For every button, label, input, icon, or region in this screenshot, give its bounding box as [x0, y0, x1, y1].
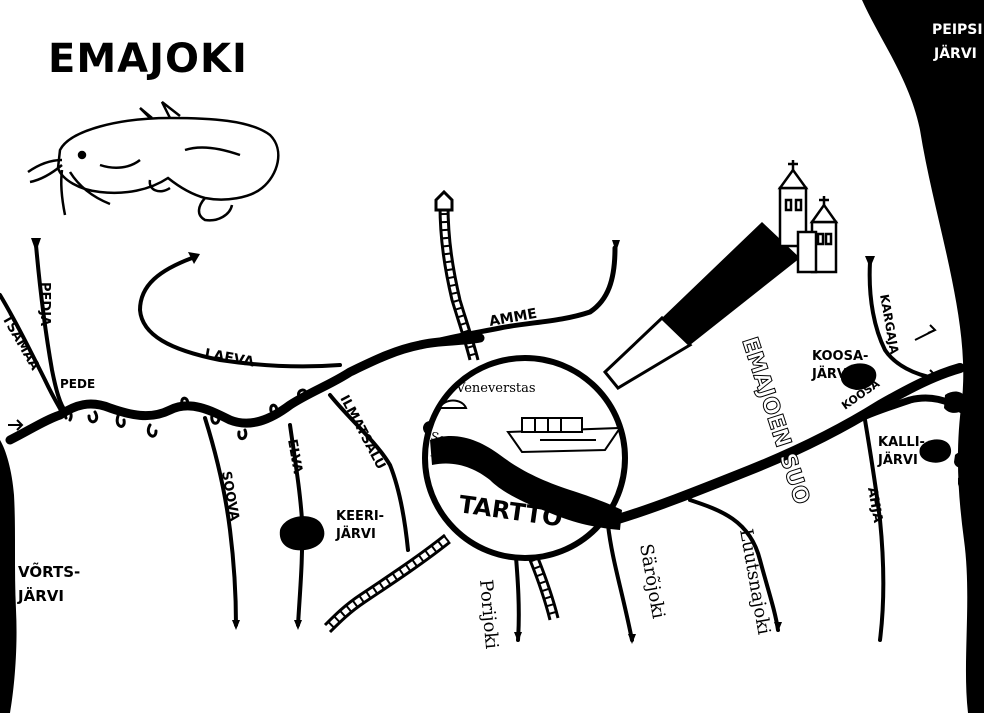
beam-white: [602, 315, 693, 390]
catfish-icon: [27, 101, 280, 222]
lake-keeri-label-2: JÄRVI: [335, 526, 376, 542]
river-porijoki-label: Porijoki: [475, 579, 502, 650]
lake-kallijarv: [919, 439, 952, 463]
lake-peipsi-label-1: PEIPSI: [932, 22, 983, 38]
river-soova: [203, 416, 238, 627]
river-pedja-label: PEDJA: [37, 282, 52, 326]
lake-koosa-label-2: JÄRVI: [811, 366, 852, 382]
river-laeva-source: [188, 252, 200, 264]
river-pedja: [34, 243, 68, 414]
lake-peipsi-label-2: JÄRVI: [933, 45, 977, 62]
river-luutsnajoki: [688, 498, 780, 632]
veneverstas-dome-icon: [438, 399, 468, 409]
map-title: EMAJOKI: [48, 36, 248, 82]
lake-koosa-label-1: KOOSA-: [812, 349, 868, 364]
lake-peipsi: [862, 0, 984, 713]
boat-icon: [506, 417, 622, 454]
river-ahja-label: AHJA: [864, 486, 885, 524]
river-pedja-source: [31, 238, 41, 252]
railway-end-marker: [434, 189, 454, 212]
beam-black: [662, 222, 800, 345]
lake-vortsjarv: [0, 440, 17, 713]
lake-vorts-label-2: JÄRVI: [17, 586, 64, 605]
emajogi-main-river-west: [5, 333, 485, 445]
river-tsamaa: [0, 293, 64, 414]
lake-koosajarv: [840, 363, 877, 390]
inset-soppalinna-label-2: linna: [429, 445, 462, 465]
flow-arrows: [8, 324, 937, 431]
river-pede-label: PEDE: [60, 377, 95, 391]
river-amme: [437, 245, 618, 343]
river-kargaja: [867, 260, 937, 380]
river-kalli-partial-label: KALL: [960, 426, 984, 439]
river-tsamaa-label: TSAMAA: [0, 313, 42, 374]
inset-veneverstas-label: Veneverstas: [455, 381, 536, 396]
river-laeva-label: LAEVA: [203, 346, 255, 370]
river-kargaja-source: [865, 256, 875, 268]
lake-vorts-label-1: VÕRTS-: [18, 562, 80, 581]
lake-kalli-label-1: KALLI-: [878, 435, 925, 450]
region-emajoen-suo-label: EMAJOEN SUO: [736, 334, 814, 508]
lake-keeri-label-1: KEERI-: [336, 509, 384, 524]
emajogi-main-river-east: [603, 363, 965, 527]
railway: [323, 204, 560, 634]
river-soova-label: SOOVA: [218, 470, 242, 522]
river-ilmatsalu: [328, 393, 410, 552]
river-amme-source: [612, 240, 620, 252]
river-laeva: [138, 256, 342, 369]
river-luutsnajoki-label: Luutsnajoki: [735, 527, 774, 636]
lake-keerijarv: [279, 516, 325, 551]
delta-islands: [944, 391, 976, 492]
lake-kalli-label-2: JÄRVI: [877, 452, 918, 468]
river-sarjoki-label: Särõjoki: [635, 542, 669, 620]
river-mouth-markers: [232, 620, 782, 644]
river-ilmatsalu-label: ILMATSALU: [336, 393, 388, 472]
river-meanders: [63, 388, 308, 440]
river-sarjoki: [606, 523, 634, 642]
river-elva-label: ELVA: [284, 438, 305, 475]
river-kargaja-label: KARGAJA: [877, 293, 901, 356]
tartu-inset-river: [430, 435, 622, 530]
cathedral-icon: [777, 160, 839, 274]
river-ahja: [863, 418, 886, 642]
